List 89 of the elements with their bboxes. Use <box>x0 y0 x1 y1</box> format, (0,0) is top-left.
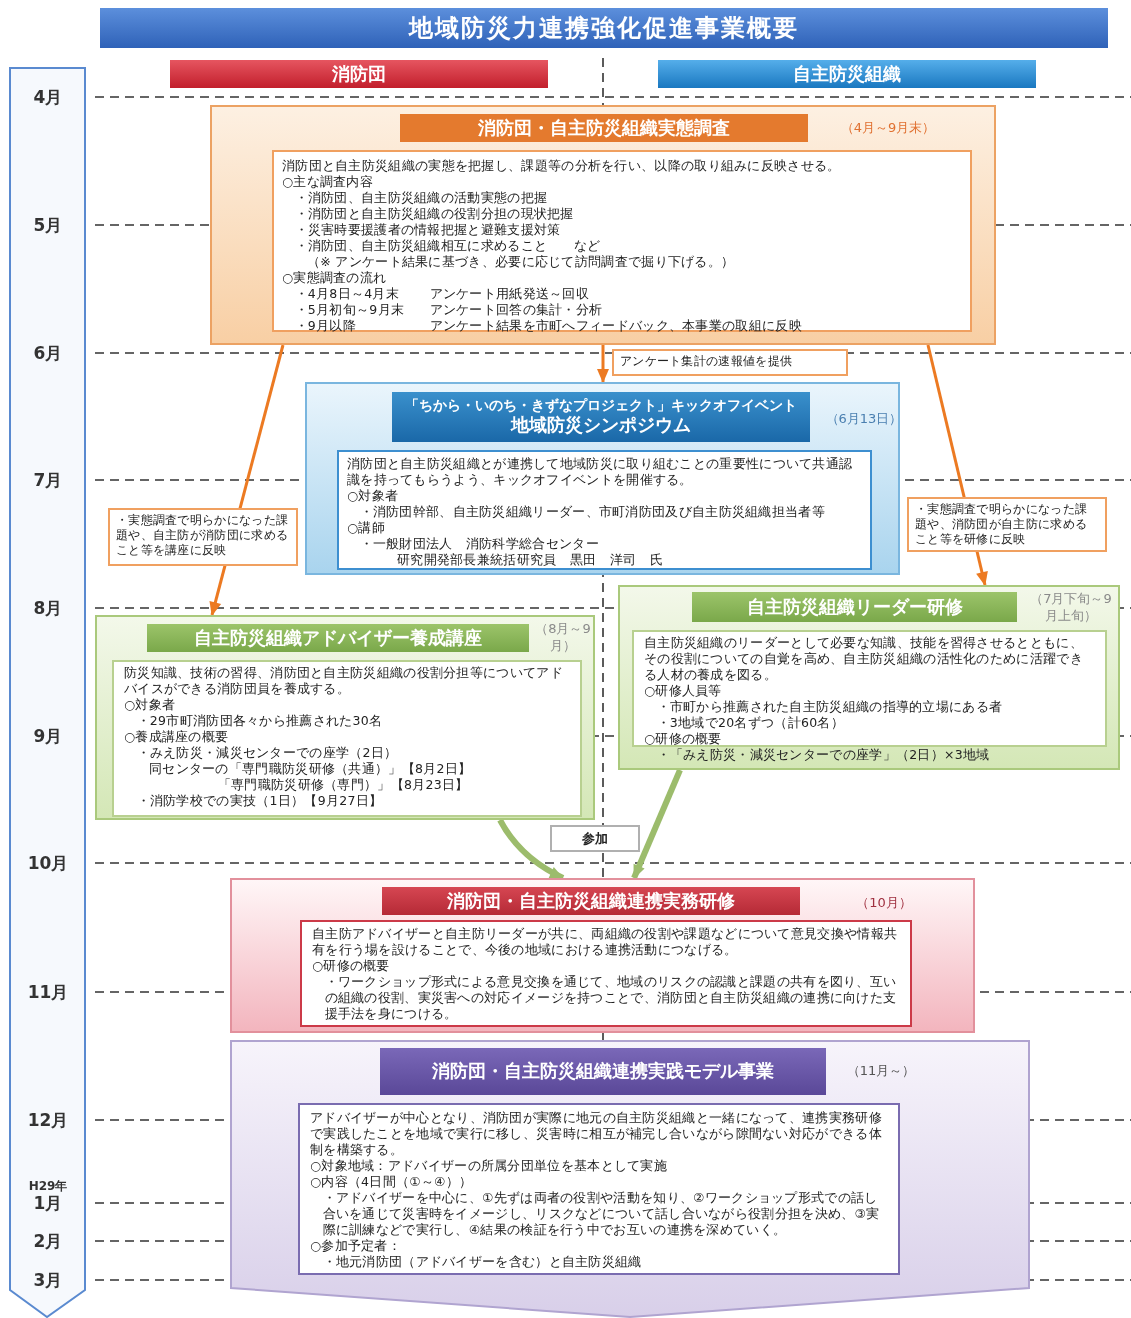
body-text: 消防団と自主防災組織とが連携して地域防災に取り組むことの重要性について共通認識を持ってもらうよう、キックオフイベントを開催する。 <box>347 456 853 487</box>
month-label: 6月 <box>32 342 64 364</box>
description-box <box>112 660 582 817</box>
body-text: ○参加予定者： <box>310 1238 401 1253</box>
body-text: ○講師 <box>347 520 385 535</box>
body-text: ○対象者 <box>124 697 176 712</box>
date-text: （7月下旬～9月上旬） <box>1029 590 1113 625</box>
body-text: アドバイザーが中心となり、消防団が実際に地元の自主防災組織と一緒になって、連携実務研修で実践したことを地域で実行に移し、災害時に相互が補完し合いながら隙間ない対応ができる体制を構築する。 <box>310 1110 882 1157</box>
heading-bar: 「ちから・いのち・きずなプロジェクト」キックオフイベント 地域防災シンポジウム <box>392 392 810 442</box>
body-text: 研究開発部長兼統括研究員 黒田 洋司 氏 <box>397 552 663 567</box>
body-text: 「専門職防災研修（専門）」【8月23日】 <box>217 777 469 792</box>
body-text: ○対象者 <box>347 488 399 503</box>
body-text: 自主防アドバイザーと自主防リーダーが共に、両組織の役割や課題などについて意見交換や情報共有を行う場を設けることで、今後の地域における連携活動につなげる。 <box>312 926 898 957</box>
body-text: ・消防団、自主防災組織の活動実態の把握 <box>294 190 548 205</box>
heading-bar: 消防団・自主防災組織連携実務研修 <box>382 887 800 915</box>
process-box <box>618 585 1120 770</box>
body-text: ○研修の概要 <box>312 958 390 973</box>
body-text: ・市町から推薦された自主防災組織の指導的立場にある者 <box>656 699 1003 714</box>
month-label: 2月 <box>32 1230 64 1252</box>
note-box: 参加 <box>550 825 640 852</box>
process-box <box>210 105 996 345</box>
month-label: 10月 <box>26 852 70 874</box>
heading-bar: 自主防災組織リーダー研修 <box>692 592 1017 622</box>
body-text: （※ アンケート結果に基づき、必要に応じて訪問調査で掘り下げる。） <box>307 254 735 269</box>
arrow <box>497 818 565 881</box>
body-text: ・29市町消防団各々から推薦された30名 <box>136 713 383 728</box>
column-header: 自主防災組織 <box>658 60 1036 88</box>
month-label: 4月 <box>32 86 64 108</box>
heading-bar: 消防団・自主防災組織連携実践モデル事業 <box>380 1048 826 1095</box>
description-box <box>298 1103 900 1275</box>
body-text: ○主な調査内容 <box>282 174 373 189</box>
body-text: ・消防学校での実技（1日）【9月27日】 <box>136 793 383 808</box>
body-text: ○研修人員等 <box>644 683 722 698</box>
body-text: ・災害時要援護者の情報把握と避難支援対策 <box>294 222 561 237</box>
body-text: アンケート回答の集計・分析 <box>429 302 603 317</box>
edge-label: アンケート集計の速報値を提供 <box>612 349 848 376</box>
description-box <box>337 450 872 570</box>
edge-label: ・実態調査で明らかになった課題や、自主防が消防団に求めること等を講座に反映 <box>108 508 298 566</box>
body-text: 自主防災組織のリーダーとして必要な知識、技能を習得させるとともに、その役割についての自覚を高め、自主防災組織の活性化のために活躍できる人材の養成を図る。 <box>644 635 1083 682</box>
process-box <box>230 878 975 1033</box>
body-text: ・アドバイザーを中心に、①先ずは両者の役割や活動を知り、②ワークショップ形式での話し合いを通じて災害時をイメージし、リスクなどについて話し合いながら役割分担を決め、③実際に訓練などで実行し、④結果の検証を行う中でお互いの連携を深めていく。 <box>322 1190 880 1237</box>
month-label: 9月 <box>32 725 64 747</box>
arrow <box>597 345 609 383</box>
process-box <box>95 615 595 820</box>
month-label: 1月 <box>32 1192 64 1214</box>
body-text: ・5月初旬～9月末 <box>294 302 406 318</box>
column-header: 消防団 <box>170 60 548 88</box>
process-box <box>305 382 900 575</box>
body-text: ・4月8日～4月末 <box>294 286 401 302</box>
body-text: ・9月以降 <box>294 318 357 334</box>
month-label: 12月 <box>26 1109 70 1131</box>
body-text: ・3地域で20名ずつ（計60名） <box>656 715 845 730</box>
body-text: ・消防団と自主防災組織の役割分担の現状把握 <box>294 206 574 221</box>
date-text: （6月13日） <box>824 410 904 428</box>
month-label: 8月 <box>32 597 64 619</box>
month-label: 11月 <box>26 981 70 1003</box>
description-box <box>272 150 972 332</box>
month-label: 3月 <box>32 1269 64 1291</box>
body-text: ・消防団、自主防災組織相互に求めること など <box>294 238 601 253</box>
body-text: 同センターの「専門職防災研修（共通）」【8月2日】 <box>149 761 472 776</box>
body-text: ・消防団幹部、自主防災組織リーダー、市町消防団及び自主防災組織担当者等 <box>359 504 825 519</box>
month-label: 5月 <box>32 214 64 236</box>
description-box <box>300 920 912 1027</box>
year-label: H29年 <box>27 1178 69 1194</box>
edge-label: ・実態調査で明らかになった課題や、消防団が自主防に求めること等を研修に反映 <box>907 497 1107 552</box>
title-banner: 地域防災力連携強化促進事業概要 <box>100 8 1108 48</box>
body-text: アンケート結果を市町へフィードバック、本事業の取組に反映 <box>429 318 802 333</box>
body-text: ・「みえ防災・減災センターでの座学」（2日）×3地域 <box>656 747 990 762</box>
arrow <box>631 768 683 880</box>
date-text: （11月～） <box>845 1062 917 1080</box>
heading-bar: 消防団・自主防災組織実態調査 <box>400 114 808 142</box>
month-label: 7月 <box>32 469 64 491</box>
body-text: ・みえ防災・減災センターでの座学（2日） <box>136 745 398 760</box>
body-text: ○対象地域：アドバイザーの所属分団単位を基本として実施 <box>310 1158 667 1173</box>
body-text: ○研修の概要 <box>644 731 722 746</box>
body-text: 防災知識、技術の習得、消防団と自主防災組織の役割分担等についてアドバイスができる消防団員を養成する。 <box>124 665 563 696</box>
body-text: ・一般財団法人 消防科学総合センター <box>359 536 599 551</box>
body-text: ・ワークショップ形式による意見交換を通じて、地域のリスクの認識と課題の共有を図り、互いの組織の役割、実災害への対応イメージを持つことで、消防団と自主防災組織の連携に向けた支援手法を身につける。 <box>324 974 897 1021</box>
body-text: ○内容（4日間（①～④）） <box>310 1174 473 1189</box>
date-text: （10月） <box>855 894 913 912</box>
process-box <box>230 1040 1030 1318</box>
body-text: ○実態調査の流れ <box>282 270 387 285</box>
date-text: （4月～9月末） <box>839 119 937 137</box>
body-text: ・地元消防団（アドバイザーを含む）と自主防災組織 <box>322 1254 642 1269</box>
body-text: 消防団と自主防災組織の実態を把握し、課題等の分析を行い、以降の取り組みに反映させる。 <box>282 158 841 173</box>
body-text: ○養成講座の概要 <box>124 729 229 744</box>
date-text: （8月～9月） <box>534 620 592 655</box>
heading-bar: 自主防災組織アドバイザー養成講座 <box>147 624 529 652</box>
body-text: アンケート用紙発送～回収 <box>429 286 590 301</box>
